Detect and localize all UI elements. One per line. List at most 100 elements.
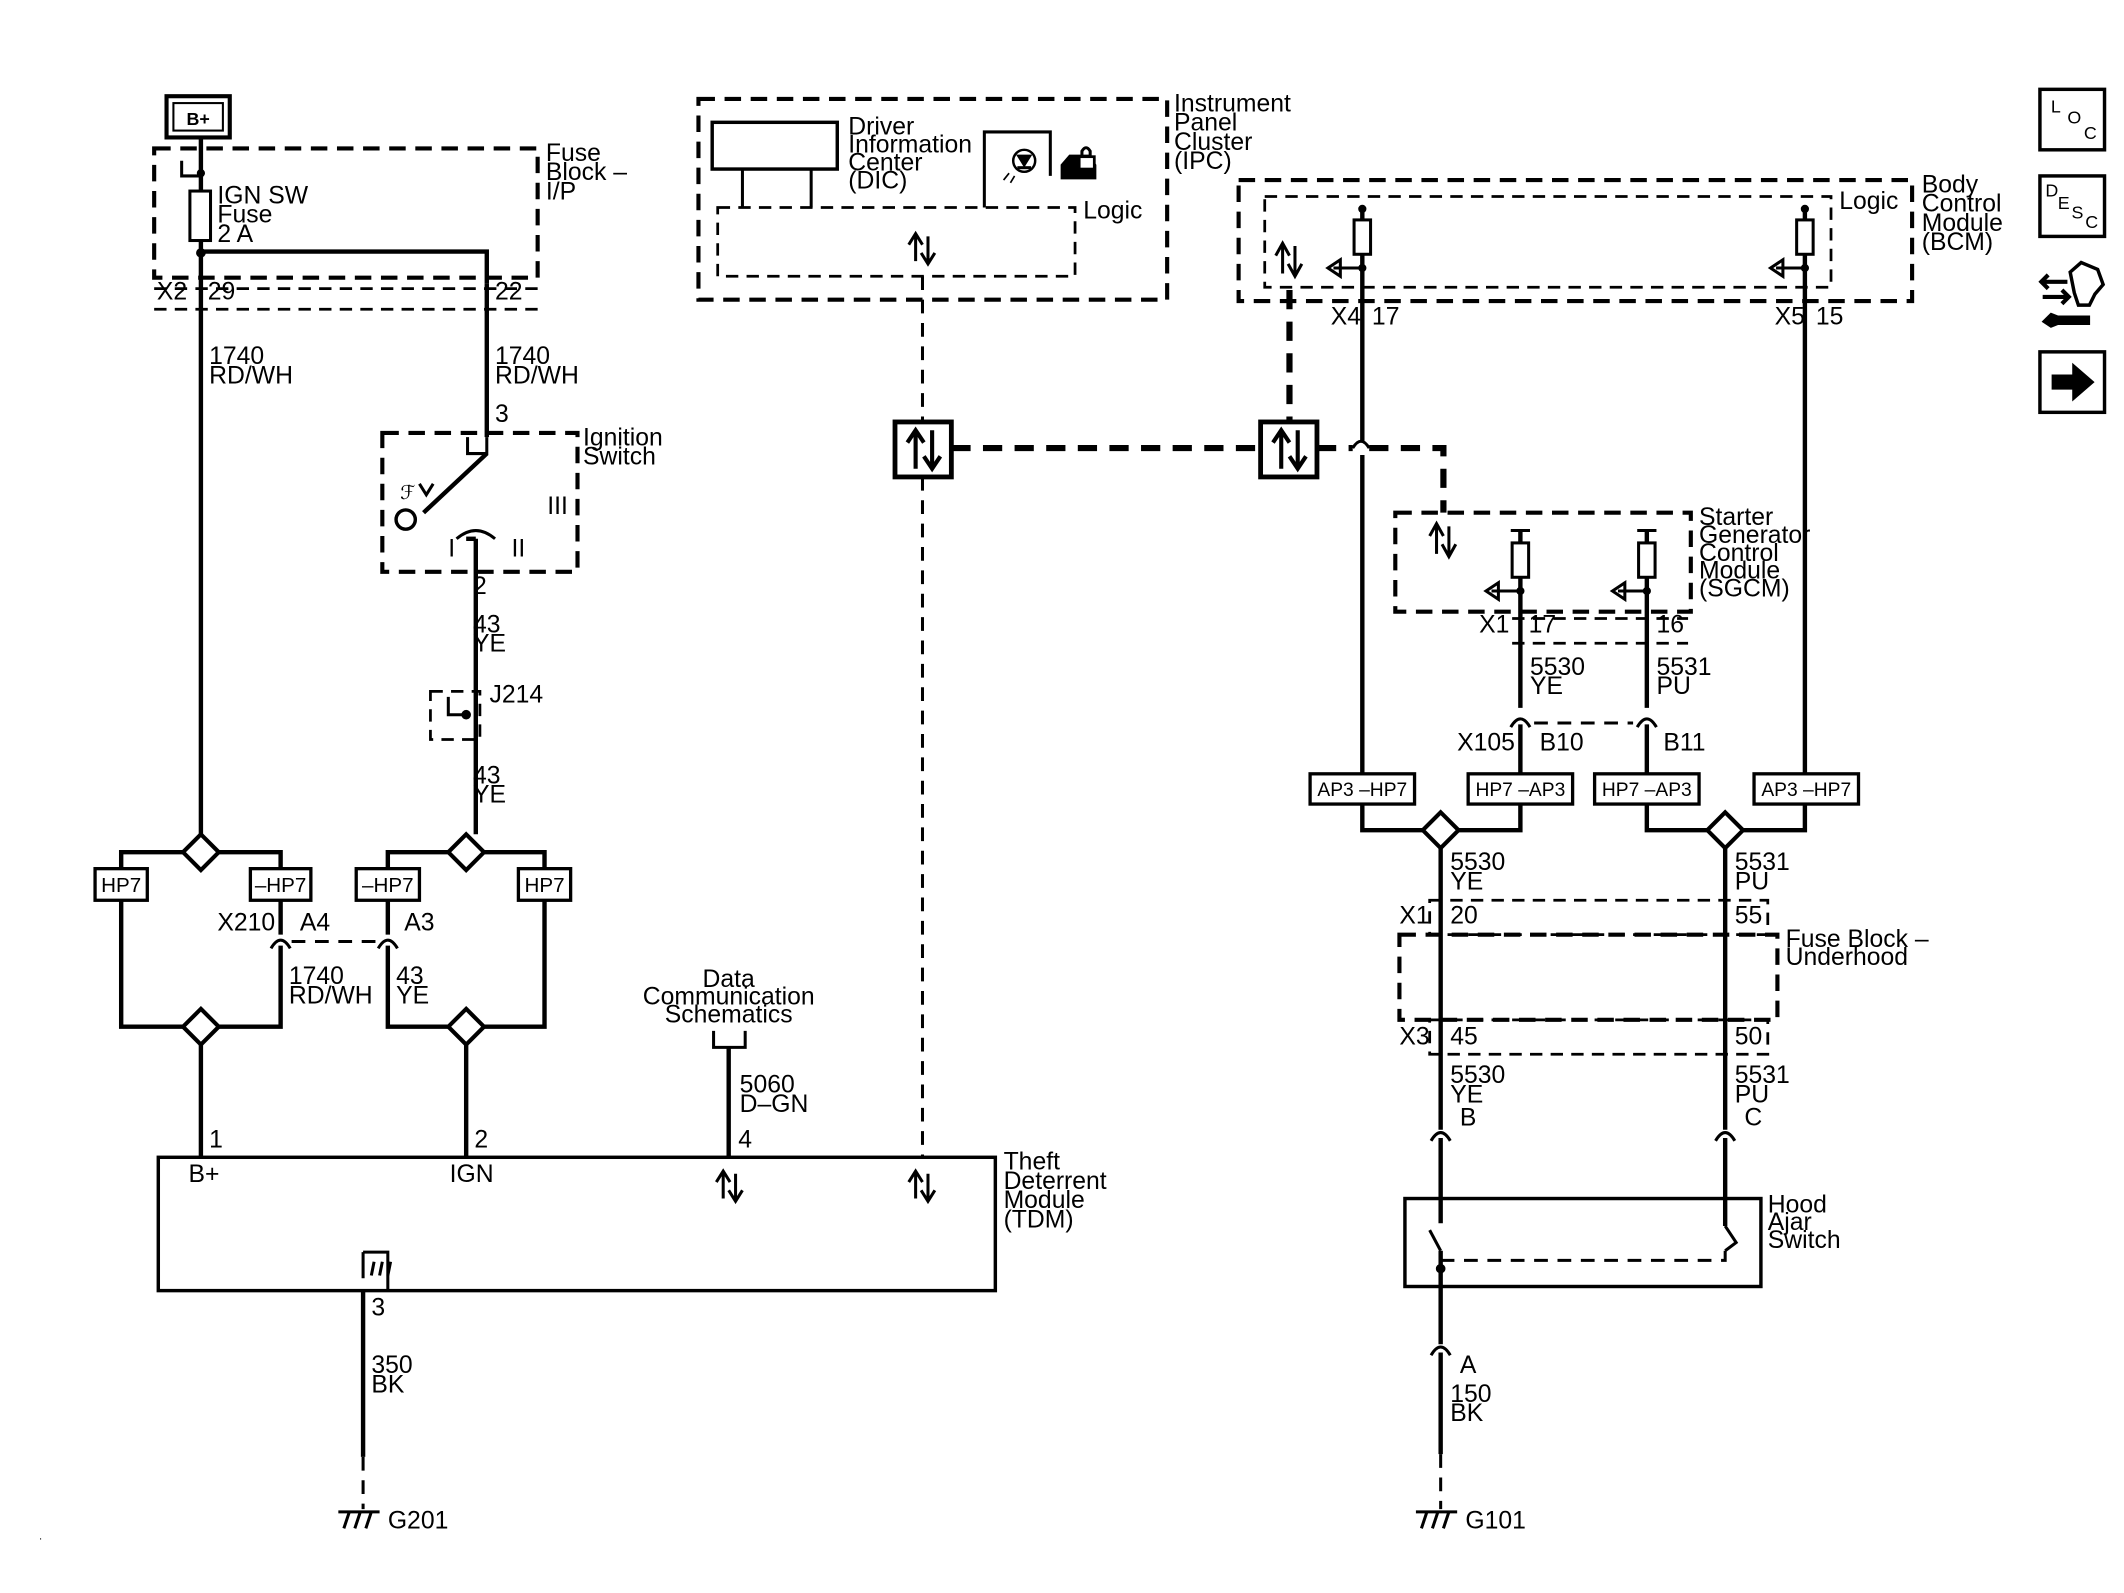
svg-text:–HP7: –HP7 (255, 874, 307, 897)
desc-button[interactable]: D E S C (2038, 174, 2107, 239)
wire-1740-b-circuit: 1740 (495, 343, 550, 370)
tdm-label-3: Module (1004, 1187, 1085, 1214)
ipc-label-3: Cluster (1174, 129, 1252, 156)
fuse-block-uh-conn-x1: X1 (1399, 903, 1429, 930)
fuse-block-uh-pin-45: 45 (1450, 1024, 1478, 1051)
hood-switch-pin-b: B (1460, 1105, 1477, 1132)
ignition-switch: Ignition Switch 3 ℱ I II III (380, 401, 663, 574)
wire-1740-c-circuit: 1740 (289, 963, 344, 990)
desc-letter-3: S (2072, 203, 2084, 223)
harness-left-b: –HP7 HP7 (354, 831, 573, 1158)
ipc-data-arrows (907, 230, 937, 267)
bcm-conn-x4: X4 (1331, 303, 1361, 330)
data-comm-label-1: Data (703, 966, 755, 993)
connector-views-icon[interactable] (2038, 260, 2106, 328)
x210-pin-a3: A3 (404, 910, 434, 937)
fuse-block-uh-pin-50: 50 (1735, 1024, 1763, 1051)
wire-1740-a-circuit: 1740 (209, 343, 264, 370)
bcm-label-1: Body (1922, 171, 1979, 198)
fuse-label-2: Fuse (217, 202, 272, 229)
bcm-label-4: (BCM) (1922, 229, 1993, 256)
harness-tag-ap3-hp7-a (1308, 772, 1417, 806)
fuse-block-ip-label-3: I/P (546, 178, 576, 205)
dic-label-3: Center (848, 149, 922, 176)
body-control-module: Body Control Module (BCM) Logic X4 17 X5… (1236, 171, 2003, 330)
ipc-label-2: Panel (1174, 110, 1237, 137)
corner-mark: · (39, 1533, 43, 1545)
hood-ajar-switch: B C Hood Ajar Switch (1403, 1105, 1841, 1289)
svg-text:HP7: HP7 (101, 874, 141, 897)
wire-5530-b-color: YE (1450, 868, 1483, 895)
harness-left-a: HP7 –HP7 (93, 831, 313, 1158)
wire-5060-color: D–GN (740, 1091, 809, 1118)
ground-g101-label: G101 (1465, 1507, 1526, 1534)
x105-pin-b11: B11 (1663, 729, 1705, 756)
desc-letter-4: C (2085, 212, 2098, 232)
tdm-internal-ground-icon (361, 1252, 393, 1279)
harness-tags-right: AP3 –HP7 HP7 –AP3 HP7 –AP3 AP3 –HP7 (1308, 772, 1861, 806)
fuse-block-ip-label-2: Block – (546, 159, 627, 186)
data-comm-link: Data Communication Schematics 5060 D–GN (643, 966, 815, 1158)
wire-5531-a-color: PU (1656, 673, 1690, 700)
ignition-switch-label-2: Switch (583, 444, 656, 471)
loc-letter-2: O (2067, 108, 2081, 128)
tdm-pin-4: 4 (738, 1127, 752, 1154)
x210-label: X210 (217, 910, 275, 937)
wire-5060-circuit: 5060 (740, 1072, 795, 1099)
loc-button[interactable]: L O C (2038, 87, 2107, 152)
ignition-pos-1: I (448, 536, 455, 563)
sgcm-pin-17: 17 (1529, 611, 1557, 638)
harness-tag-ap3-hp7-b (1752, 772, 1861, 806)
desc-letter-1: D (2045, 181, 2058, 201)
fuse-block-ip-pin-22: 22 (495, 279, 523, 306)
wire-43-b-color: YE (473, 782, 506, 809)
serial-data-junction-b (1258, 419, 1320, 480)
data-comm-label-3: Schematics (665, 1002, 793, 1029)
hood-switch-pin-a: A (1460, 1352, 1477, 1379)
tdm-label-1: Theft (1004, 1149, 1060, 1176)
data-comm-label-2: Communication (643, 984, 815, 1011)
wire-5530-c-color: YE (1450, 1081, 1483, 1108)
theft-deterrent-module: Theft Deterrent Module (TDM) 1 2 4 B+ IG… (156, 1127, 1107, 1321)
bcm-label-3: Module (1922, 210, 2003, 237)
fuse-block-uh-pin-55: 55 (1735, 903, 1763, 930)
svg-text:HP7 –AP3: HP7 –AP3 (1602, 780, 1692, 801)
tdm-label-2: Deterrent (1004, 1168, 1107, 1195)
wire-1740-b-color: RD/WH (495, 362, 579, 389)
dic-display (710, 120, 839, 171)
security-indicator-icon (1002, 148, 1037, 184)
svg-text:–HP7: –HP7 (362, 874, 414, 897)
tdm-pin-2: 2 (474, 1127, 488, 1154)
instrument-panel-cluster: Instrument Panel Cluster (IPC) Driver In… (696, 90, 1291, 302)
wire-1740-c-color: RD/WH (289, 982, 373, 1009)
fuse-block-uh-label-2: Underhood (1786, 944, 1908, 971)
svg-text:AP3 –HP7: AP3 –HP7 (1761, 780, 1851, 801)
harness-tag-hp7-ap3-a (1466, 772, 1575, 806)
sgcm-label-4: Module (1699, 558, 1780, 585)
sgcm-label-1: Starter (1699, 504, 1773, 531)
tdm-label-4: (TDM) (1004, 1206, 1074, 1233)
bcm-logic-label: Logic (1839, 188, 1898, 215)
wire-350-circuit: 350 (371, 1352, 412, 1379)
ignition-switch-label-1: Ignition (583, 424, 663, 451)
wire-5530-c-circuit: 5530 (1450, 1062, 1505, 1089)
ipc-logic-label: Logic (1083, 198, 1142, 225)
sgcm-label-2: Generator (1699, 522, 1810, 549)
wire-5530-a-color: YE (1530, 673, 1563, 700)
ground-g201-label: G201 (388, 1507, 449, 1534)
fuse-block-underhood: Fuse Block – Underhood X1 20 55 X3 45 50 (1397, 898, 1929, 1056)
wire-1740-a-color: RD/WH (209, 362, 293, 389)
harness-tag-hp7-ap3-b (1592, 772, 1701, 806)
ign-sw-fuse (188, 189, 213, 243)
hood-switch-label-2: Ajar (1768, 1209, 1812, 1236)
splice-5531 (1704, 809, 1746, 851)
bcm-conn-x5: X5 (1775, 303, 1805, 330)
hood-switch-label-3: Switch (1768, 1227, 1841, 1254)
tdm-ign-label: IGN (450, 1161, 494, 1188)
ignition-pos-3: III (547, 493, 568, 520)
next-arrow-button[interactable] (2038, 350, 2107, 415)
wire-43-b-circuit: 43 (473, 762, 501, 789)
wire-150-circuit: 150 (1450, 1381, 1491, 1408)
wire-5531-b-color: PU (1735, 868, 1769, 895)
fuse-block-uh-label-1: Fuse Block – (1786, 926, 1929, 953)
